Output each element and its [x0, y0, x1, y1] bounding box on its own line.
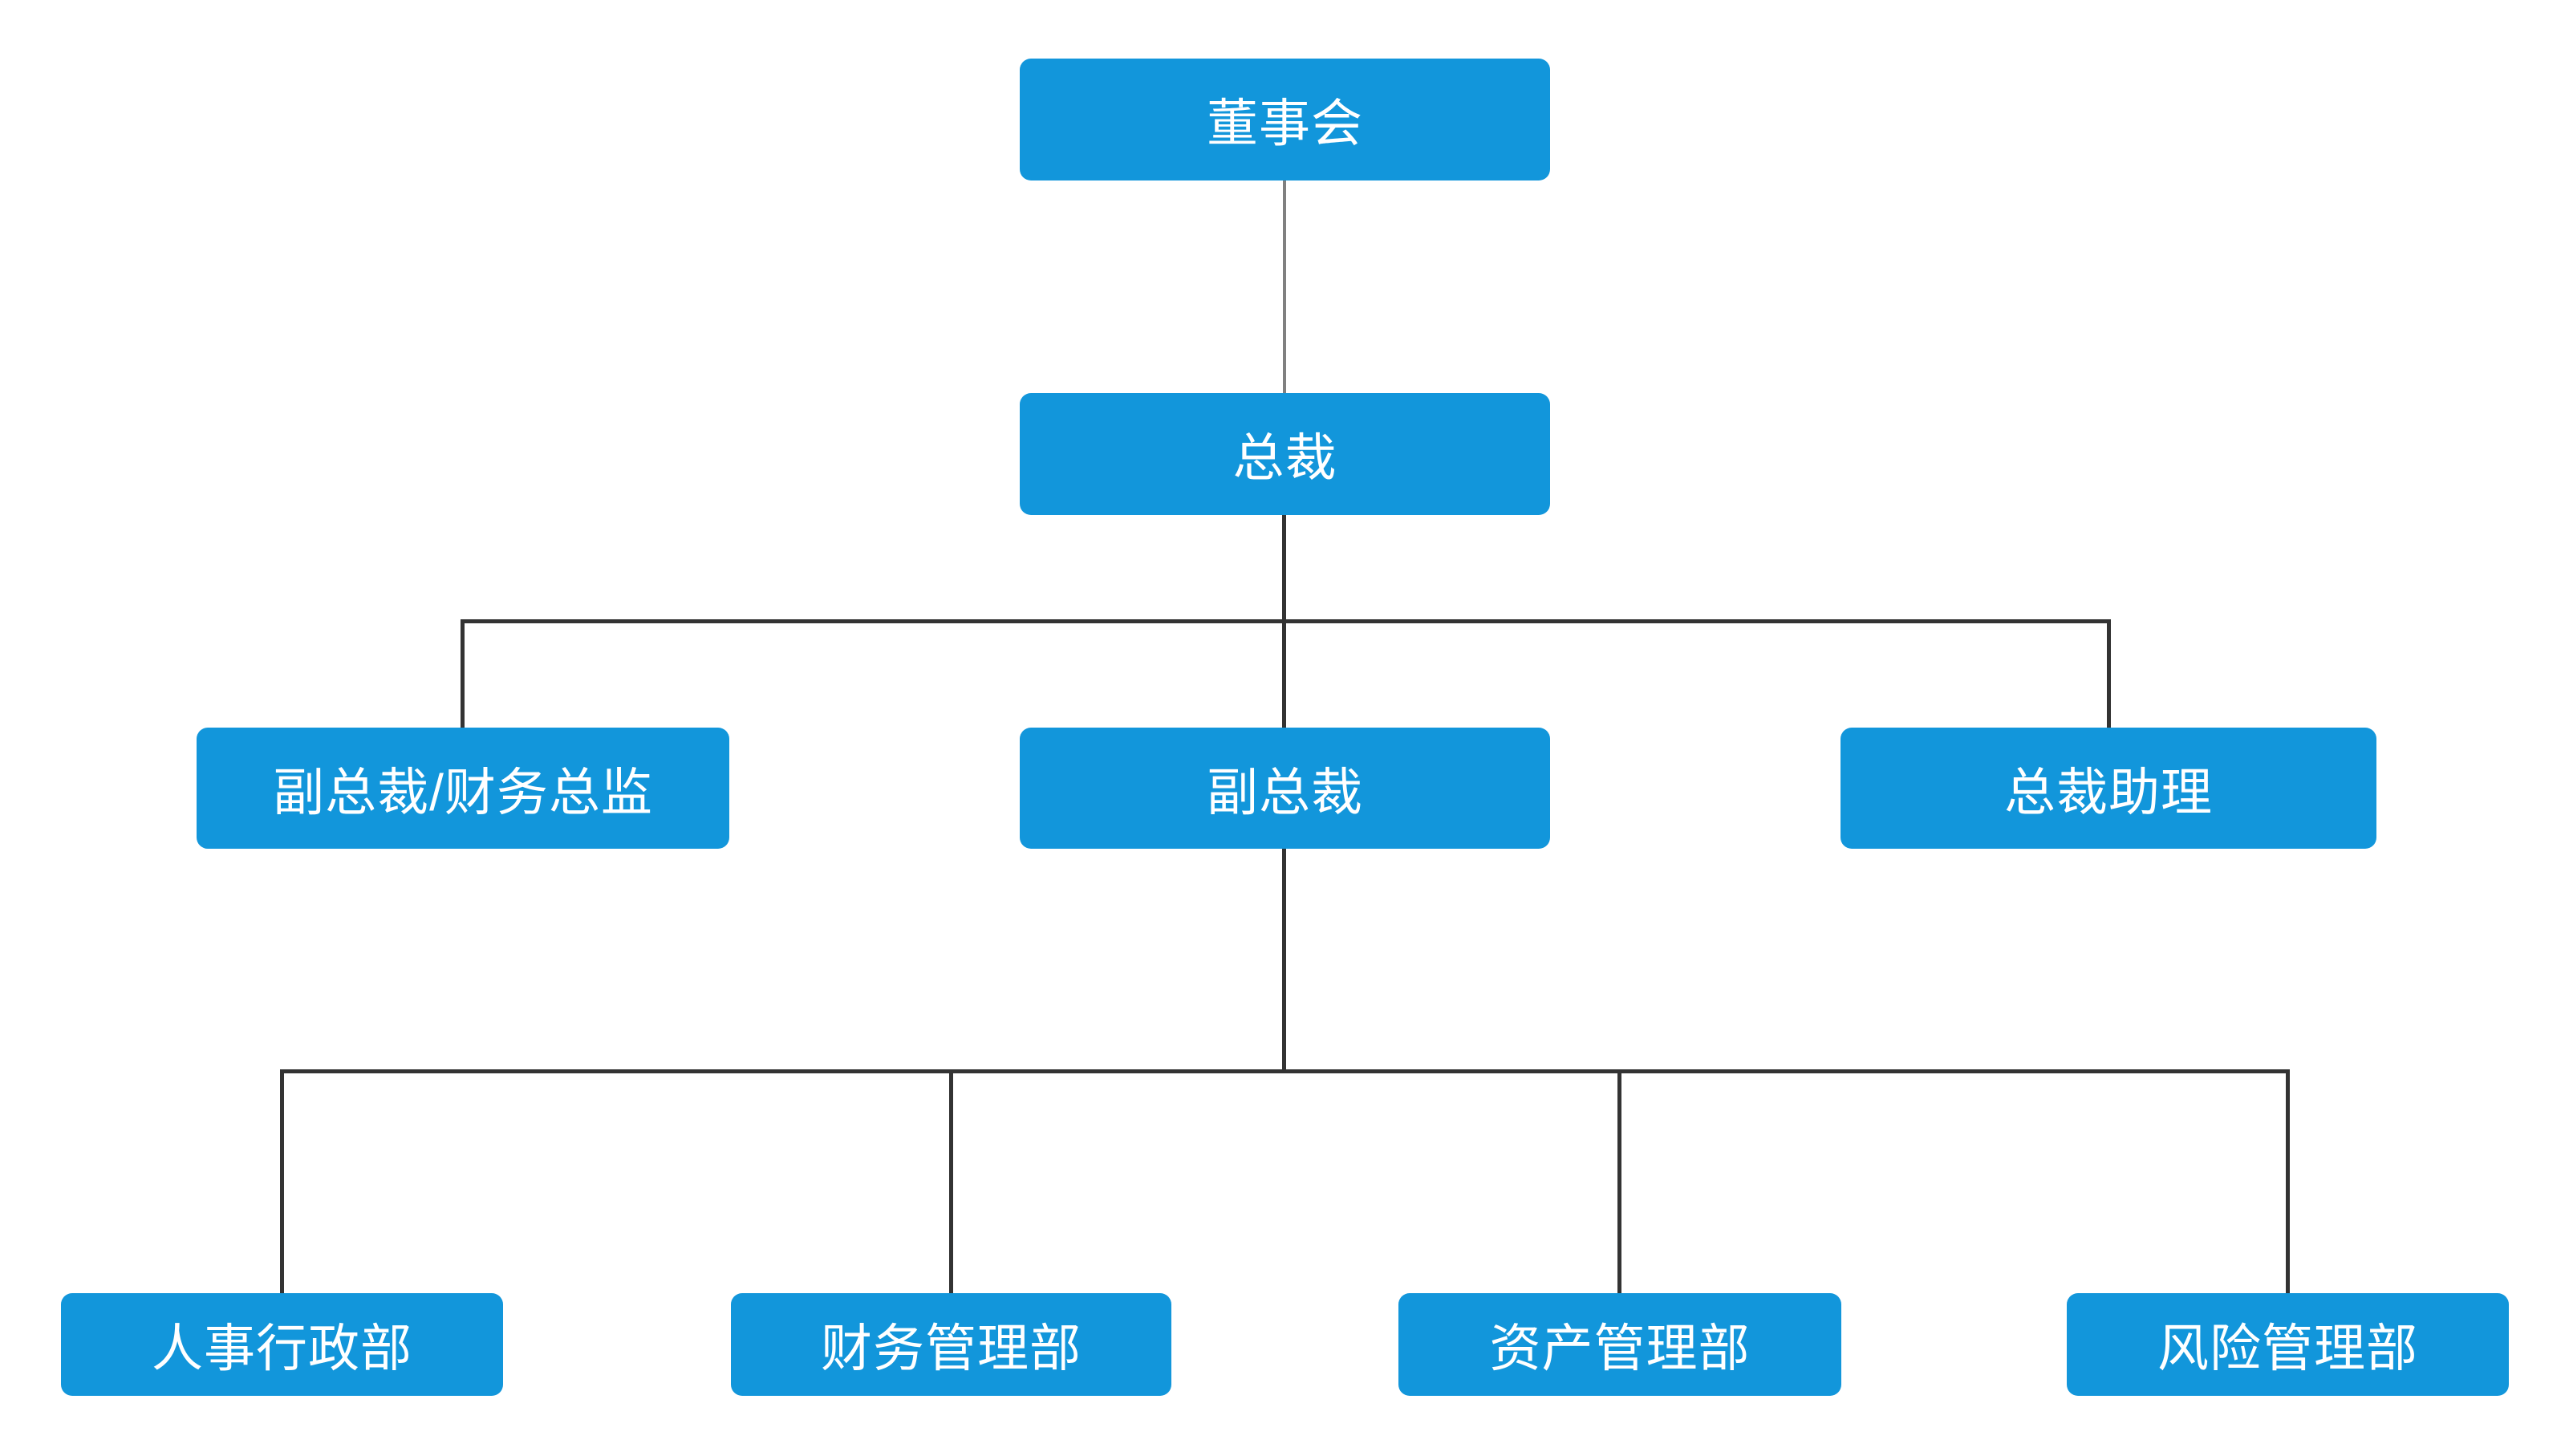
connector-vp-stem: [1282, 849, 1286, 1073]
org-node-president-assistant: 总裁助理: [1841, 728, 2376, 849]
connector-drop-assistant: [2107, 619, 2111, 728]
org-node-vp: 副总裁: [1020, 728, 1550, 849]
org-node-board-of-directors: 董事会: [1020, 59, 1550, 180]
connector-drop-risk: [2286, 1069, 2290, 1293]
org-node-asset-dept: 资产管理部: [1398, 1293, 1841, 1396]
connector-president-branch: [461, 619, 2111, 623]
org-node-finance-dept: 财务管理部: [731, 1293, 1171, 1396]
connector-drop-finance: [949, 1069, 953, 1293]
connector-vp-branch: [280, 1069, 2290, 1073]
org-node-risk-dept: 风险管理部: [2067, 1293, 2509, 1396]
connector-drop-asset: [1617, 1069, 1621, 1293]
connector-drop-vp-cfo: [461, 619, 465, 728]
connector-drop-hr-admin: [280, 1069, 284, 1293]
org-node-president: 总裁: [1020, 393, 1550, 515]
org-node-hr-admin-dept: 人事行政部: [61, 1293, 503, 1396]
org-node-vp-cfo: 副总裁/财务总监: [197, 728, 729, 849]
connector-board-to-president: [1283, 180, 1286, 393]
